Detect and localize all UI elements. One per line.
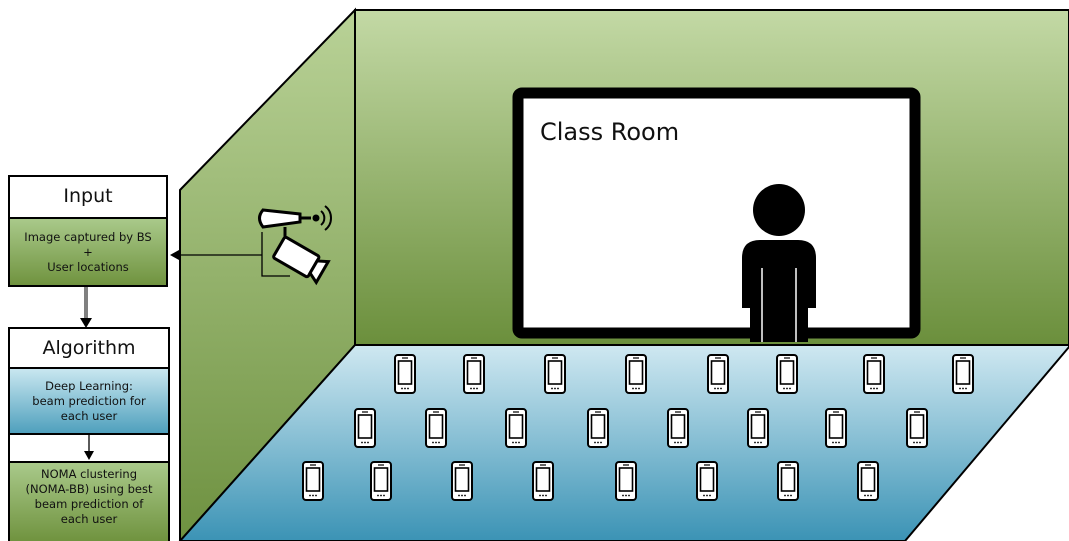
smartphone-icon <box>452 462 472 500</box>
algorithm-title: Algorithm <box>10 329 168 367</box>
smartphone-icon <box>533 462 553 500</box>
smartphone-icon <box>588 409 608 447</box>
arrowhead <box>170 250 179 260</box>
algorithm-step1-text: Deep Learning: beam prediction for each … <box>32 379 145 424</box>
input-text: Image captured by BS + User locations <box>24 230 151 275</box>
smartphone-icon <box>708 355 728 393</box>
smartphone-icon <box>668 409 688 447</box>
room-label: Class Room <box>540 118 679 146</box>
input-content: Image captured by BS + User locations <box>10 217 166 285</box>
smartphone-icon <box>858 462 878 500</box>
smartphone-icon <box>864 355 884 393</box>
smartphone-icon <box>907 409 927 447</box>
smartphone-icon <box>464 355 484 393</box>
smartphone-icon <box>395 355 415 393</box>
input-box: Input Image captured by BS + User locati… <box>8 175 168 287</box>
smartphone-icon <box>371 462 391 500</box>
smartphone-icon <box>506 409 526 447</box>
smartphone-icon <box>748 409 768 447</box>
smartphone-icon <box>777 355 797 393</box>
smartphone-icon <box>545 355 565 393</box>
algorithm-box: Algorithm Deep Learning: beam prediction… <box>8 327 170 541</box>
algorithm-step-noma-clustering: NOMA clustering (NOMA-BB) using best bea… <box>10 461 168 541</box>
smartphone-icon <box>826 409 846 447</box>
smartphone-icon <box>616 462 636 500</box>
algorithm-step2-text: NOMA clustering (NOMA-BB) using best bea… <box>26 467 153 527</box>
input-title: Input <box>10 177 166 215</box>
smartphone-icon <box>953 355 973 393</box>
smartphone-icon <box>303 462 323 500</box>
smartphone-icon <box>697 462 717 500</box>
smartphone-icon <box>626 355 646 393</box>
algorithm-step-deep-learning: Deep Learning: beam prediction for each … <box>10 367 168 435</box>
smartphone-icon <box>355 409 375 447</box>
smartphone-icon <box>426 409 446 447</box>
smartphone-icon <box>778 462 798 500</box>
